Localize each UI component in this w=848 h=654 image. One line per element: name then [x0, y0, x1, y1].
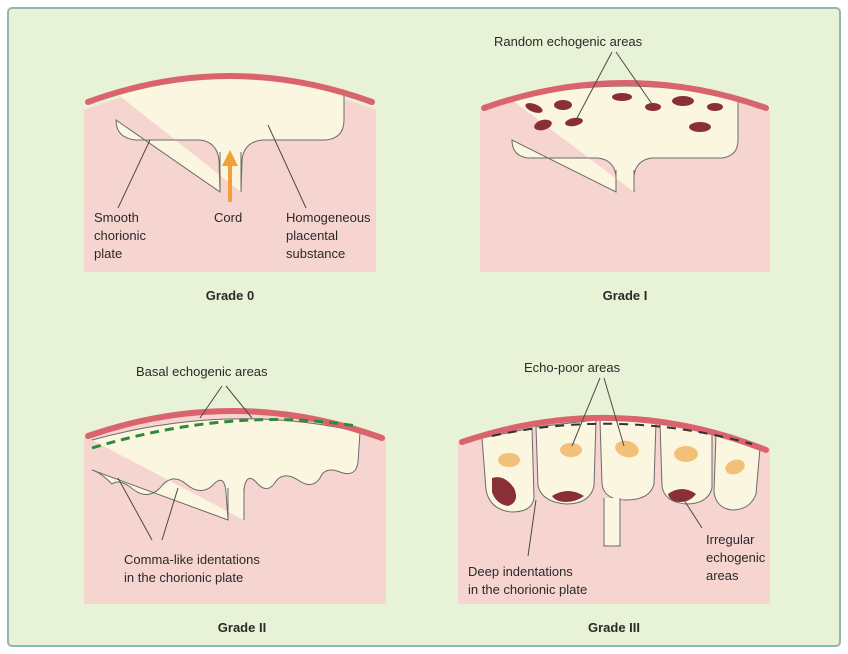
caption-grade-2: Grade II [218, 620, 266, 635]
label-cord: Cord [214, 210, 242, 225]
caption-grade-3: Grade III [588, 620, 640, 635]
echogenic-spot [554, 100, 572, 110]
label-echo-poor-areas: Echo-poor areas [524, 360, 621, 375]
echogenic-spot [645, 103, 661, 111]
echogenic-spot [707, 103, 723, 111]
caption-grade-1: Grade I [603, 288, 648, 303]
echogenic-spot [672, 96, 694, 106]
grade-0-panel: Smooth chorionic plate Cord Homogeneous … [84, 76, 376, 303]
cotyledon [600, 420, 656, 500]
label-random-echogenic-areas: Random echogenic areas [494, 34, 643, 49]
echo-poor-spot [674, 446, 698, 462]
grade-3-cord [604, 498, 620, 546]
echogenic-spot [612, 93, 632, 101]
label-basal-echogenic-areas: Basal echogenic areas [136, 364, 268, 379]
echogenic-spot [689, 122, 711, 132]
echo-poor-spot [560, 443, 582, 457]
echo-poor-spot [498, 453, 520, 467]
caption-grade-0: Grade 0 [206, 288, 254, 303]
